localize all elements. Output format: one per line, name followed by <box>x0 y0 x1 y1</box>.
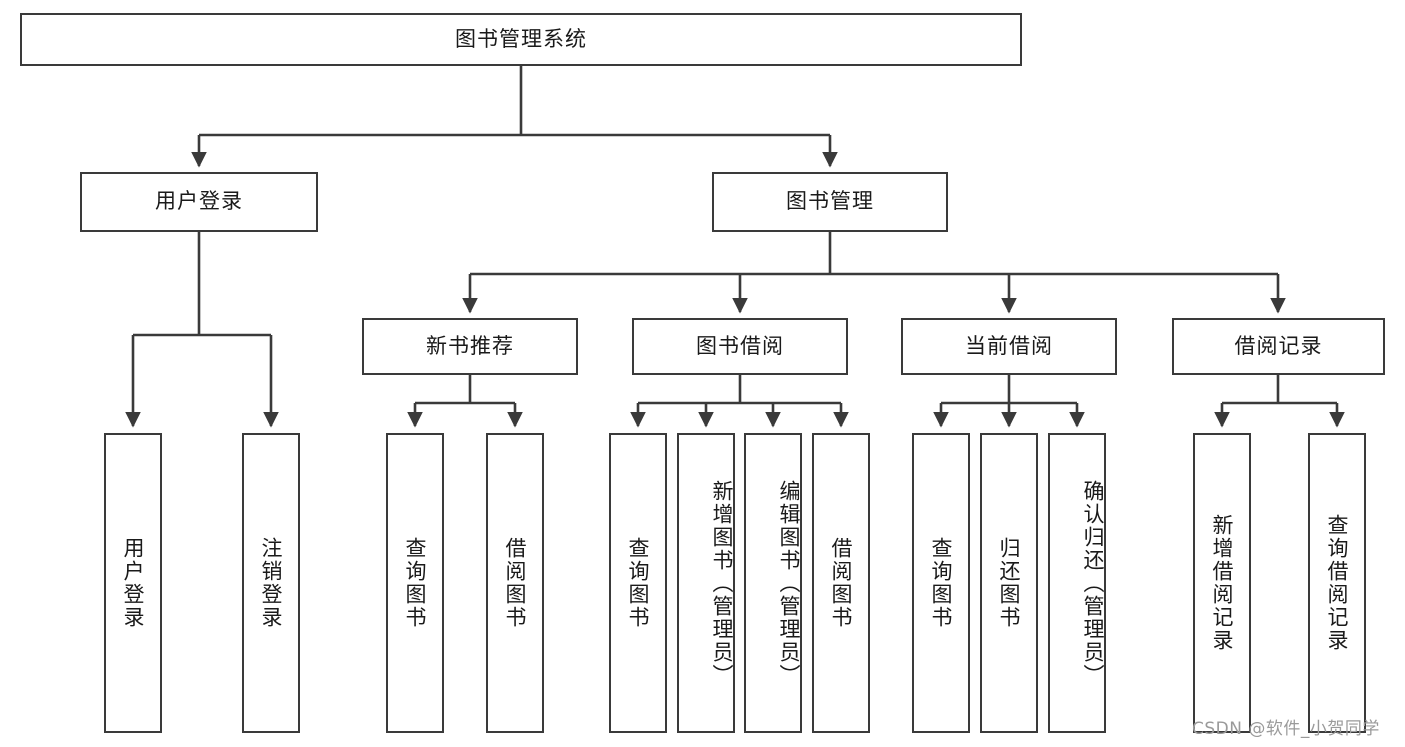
leaf-book-borrow-edit-book-admin[interactable]: 编辑图书（管理员） <box>744 433 802 733</box>
leaf-current-borrow-return-book[interactable]: 归还图书 <box>980 433 1038 733</box>
node-root-system[interactable]: 图书管理系统 <box>20 13 1022 66</box>
leaf-borrow-record-query-record[interactable]: 查询借阅记录 <box>1308 433 1366 733</box>
node-new-book-recommend[interactable]: 新书推荐 <box>362 318 578 375</box>
leaf-book-borrow-query-book[interactable]: 查询图书 <box>609 433 667 733</box>
node-current-borrow[interactable]: 当前借阅 <box>901 318 1117 375</box>
leaf-user-login-login[interactable]: 用户登录 <box>104 433 162 733</box>
leaf-book-borrow-add-book-admin[interactable]: 新增图书（管理员） <box>677 433 735 733</box>
leaf-new-book-query-book[interactable]: 查询图书 <box>386 433 444 733</box>
leaf-current-borrow-query-book[interactable]: 查询图书 <box>912 433 970 733</box>
leaf-borrow-record-add-record[interactable]: 新增借阅记录 <box>1193 433 1251 733</box>
leaf-book-borrow-borrow-book[interactable]: 借阅图书 <box>812 433 870 733</box>
node-book-manage[interactable]: 图书管理 <box>712 172 948 232</box>
node-borrow-record[interactable]: 借阅记录 <box>1172 318 1385 375</box>
leaf-new-book-borrow-book[interactable]: 借阅图书 <box>486 433 544 733</box>
node-book-borrow[interactable]: 图书借阅 <box>632 318 848 375</box>
node-user-login[interactable]: 用户登录 <box>80 172 318 232</box>
leaf-user-login-logout[interactable]: 注销登录 <box>242 433 300 733</box>
leaf-current-borrow-confirm-return-admin[interactable]: 确认归还（管理员） <box>1048 433 1106 733</box>
